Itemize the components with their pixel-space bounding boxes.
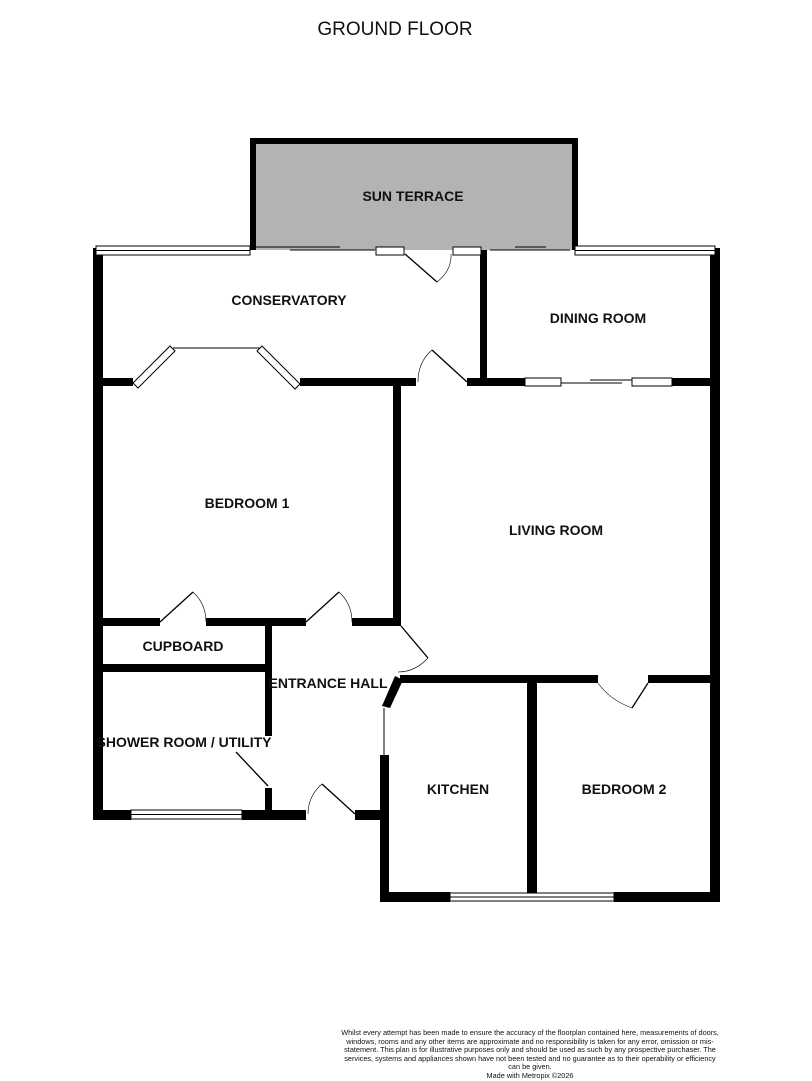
label-sun-terrace: SUN TERRACE — [362, 188, 463, 204]
label-bedroom-1: BEDROOM 1 — [205, 495, 290, 511]
walls — [93, 248, 720, 902]
windows — [95, 245, 716, 902]
doors — [159, 253, 649, 815]
label-shower-room: SHOWER ROOM / UTILITY — [97, 734, 273, 750]
metropix-credit: Made with Metropix ©2026 — [486, 1070, 574, 1080]
disclaimer-text: Whilst every attempt has been made to en… — [341, 1028, 719, 1072]
label-living-room: LIVING ROOM — [509, 522, 603, 538]
label-cupboard: CUPBOARD — [143, 638, 224, 654]
label-bedroom-2: BEDROOM 2 — [582, 781, 667, 797]
label-entrance-hall: ENTRANCE HALL — [269, 675, 388, 691]
label-kitchen: KITCHEN — [427, 781, 489, 797]
floor-title: GROUND FLOOR — [317, 19, 473, 40]
disclaimer: Whilst every attempt has been made to en… — [340, 1028, 720, 1081]
label-dining-room: DINING ROOM — [550, 310, 646, 326]
sun-terrace — [250, 138, 578, 250]
label-conservatory: CONSERVATORY — [231, 292, 347, 308]
